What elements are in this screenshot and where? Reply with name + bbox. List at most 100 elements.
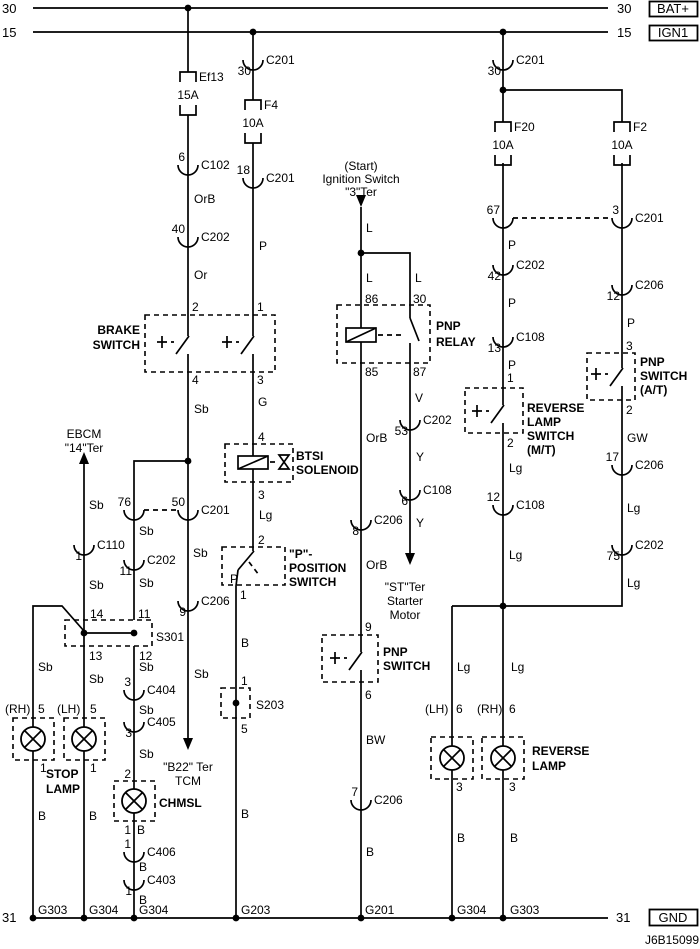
connector-arc-icon xyxy=(177,164,199,176)
connector-pin-label: 8 xyxy=(352,524,359,538)
connector-name-label: C406 xyxy=(147,845,176,859)
label: (A/T) xyxy=(640,383,667,397)
connector-arc-icon xyxy=(492,59,514,71)
label: V xyxy=(415,391,423,405)
connector-pin-label: 30 xyxy=(238,64,252,78)
label: 2 xyxy=(626,403,633,417)
label: Sb xyxy=(89,578,104,592)
fuse-icon xyxy=(613,155,631,166)
connector-arc-icon xyxy=(177,236,199,248)
label: Sb xyxy=(139,660,154,674)
label: SWITCH xyxy=(527,429,574,443)
label: B xyxy=(241,807,249,821)
connector-pin-label: 17 xyxy=(606,450,620,464)
label: SWITCH xyxy=(289,575,336,589)
arrow-icon xyxy=(356,195,366,207)
connector-name-label: C108 xyxy=(516,498,545,512)
label: 3 xyxy=(257,373,264,387)
connector-arc-icon xyxy=(611,464,633,476)
gnd-terminal-label: GND xyxy=(659,910,688,925)
connector-name-label: C206 xyxy=(635,278,664,292)
junction-dot xyxy=(499,86,507,94)
label: Starter xyxy=(387,594,423,608)
label: "B22" Ter xyxy=(163,760,213,774)
bat-terminal-box xyxy=(648,0,699,18)
connector-pin-label: 42 xyxy=(488,269,502,283)
connector-name-label: C206 xyxy=(201,594,230,608)
label: REVERSE xyxy=(527,401,584,415)
label: Lg xyxy=(509,548,522,562)
label: 1 xyxy=(40,761,47,775)
fuse-icon xyxy=(244,99,262,110)
fuse-rating-label: 10A xyxy=(611,138,632,152)
label: Sb xyxy=(89,498,104,512)
connector-pin-label: 40 xyxy=(172,222,186,236)
lamp-icon xyxy=(121,788,147,814)
stop-lamp-rh-box xyxy=(12,717,55,761)
label: P xyxy=(627,316,635,330)
label: 12 xyxy=(139,649,153,663)
label: G304 xyxy=(457,903,487,917)
connector-pin-label: 30 xyxy=(488,64,502,78)
label: LAMP xyxy=(527,415,561,429)
label: Sb xyxy=(139,524,154,538)
label: 6 xyxy=(456,702,463,716)
connector-arc-icon xyxy=(492,336,514,348)
valve-icon xyxy=(277,454,291,470)
lamp-cross-icon xyxy=(23,729,43,749)
label: 9 xyxy=(365,620,372,634)
fuse-icon xyxy=(179,105,197,116)
fuse-icon xyxy=(613,121,631,132)
connector-name-label: C201 xyxy=(635,211,664,225)
lamp-cross-icon xyxy=(493,748,513,768)
connector-arc-icon xyxy=(123,689,145,701)
junction-dot xyxy=(130,629,138,637)
connector-name-label: C201 xyxy=(201,503,230,517)
label: Lg xyxy=(627,501,640,515)
fuse-icon xyxy=(494,121,512,132)
label: BRAKE xyxy=(97,323,140,337)
label: B xyxy=(366,845,374,859)
label: 11 xyxy=(138,607,151,621)
pnp-relay-box xyxy=(336,304,431,364)
label: 86 xyxy=(365,292,379,306)
wire xyxy=(452,386,623,607)
label: 5 xyxy=(90,702,97,716)
wire xyxy=(503,89,623,122)
label: (LH) xyxy=(425,702,448,716)
label: P xyxy=(259,239,267,253)
label: S203 xyxy=(256,698,284,712)
label: LAMP xyxy=(46,782,80,796)
connector-pin-label: 3 xyxy=(124,675,131,689)
label: 1 xyxy=(241,674,248,688)
label: RELAY xyxy=(436,335,476,349)
label: 3 xyxy=(509,780,516,794)
ign1-terminal-label: IGN1 xyxy=(658,25,688,40)
junction-dot xyxy=(232,914,240,922)
chmsl-box xyxy=(113,780,156,822)
connector-pin-label: 3 xyxy=(612,203,619,217)
label: SWITCH xyxy=(383,659,430,673)
label: 13 xyxy=(89,649,103,663)
label: B xyxy=(241,636,249,650)
junction-dot xyxy=(80,914,88,922)
label: OrB xyxy=(366,558,387,572)
connector-arc-icon xyxy=(123,721,145,733)
label: 85 xyxy=(365,365,379,379)
connector-arc-icon xyxy=(350,519,372,531)
fuse-icon xyxy=(494,155,512,166)
label: B xyxy=(137,823,145,837)
connector-name-label: C206 xyxy=(374,793,403,807)
connector-pin-label: 12 xyxy=(607,289,621,303)
connector-pin-label: 9 xyxy=(179,605,186,619)
connector-pin-label: 1 xyxy=(75,549,82,563)
label: Ignition Switch xyxy=(322,172,399,186)
connector-arc-icon xyxy=(492,264,514,276)
drawing-number: J6B15099 xyxy=(645,933,699,947)
junction-dot xyxy=(29,914,37,922)
label: 4 xyxy=(192,373,199,387)
wire xyxy=(237,550,255,571)
label: (LH) xyxy=(57,702,80,716)
label: 6 xyxy=(365,688,372,702)
label: "3"Ter xyxy=(345,185,377,199)
